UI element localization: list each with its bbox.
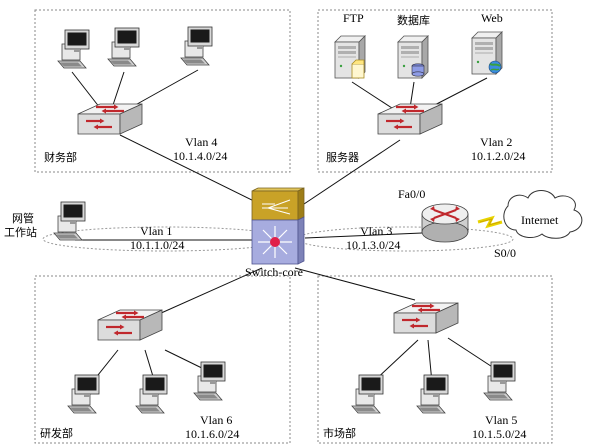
router	[421, 203, 469, 243]
servers-subnet: 10.1.2.0/24	[471, 149, 525, 163]
rnd-vlan: Vlan 6	[200, 413, 232, 427]
mgmt-label-line1: 网管	[12, 211, 34, 225]
links	[71, 69, 501, 386]
mgmt-label-line2: 工作站	[4, 225, 37, 239]
rnd-switch	[96, 308, 164, 342]
vlan1-subnet: 10.1.1.0/24	[130, 238, 184, 252]
vlan3-ellipse	[296, 226, 514, 252]
finance-pc-3	[180, 26, 213, 66]
market-subnet: 10.1.5.0/24	[472, 427, 526, 441]
web-label: Web	[481, 11, 503, 25]
router-fa-label: Fa0/0	[398, 187, 425, 201]
market-vlan: Vlan 5	[485, 413, 517, 427]
internet-label: Internet	[521, 213, 559, 227]
rnd-zone-name: 研发部	[40, 426, 73, 440]
servers-vlan: Vlan 2	[480, 135, 512, 149]
db-label: 数据库	[397, 13, 430, 27]
rnd-pc-3	[193, 361, 226, 401]
database-server	[397, 35, 429, 79]
rnd-pc-1	[67, 374, 100, 414]
finance-zone-name: 财务部	[44, 150, 77, 164]
vlan1-label: Vlan 1	[140, 224, 172, 238]
market-switch	[392, 301, 460, 335]
finance-pc-1	[57, 29, 90, 69]
finance-subnet: 10.1.4.0/24	[173, 149, 227, 163]
ftp-server	[334, 35, 366, 79]
market-pc-3	[483, 361, 516, 401]
vlan3-subnet: 10.1.3.0/24	[346, 238, 400, 252]
market-pc-2	[416, 374, 449, 414]
zone-market-box	[317, 275, 553, 444]
rnd-subnet: 10.1.6.0/24	[185, 427, 239, 441]
finance-switch	[76, 102, 144, 136]
market-pc-1	[351, 374, 384, 414]
vlan3-label: Vlan 3	[360, 224, 392, 238]
finance-pc-2	[107, 27, 140, 67]
market-zone-name: 市场部	[323, 426, 356, 440]
rnd-pc-2	[135, 374, 168, 414]
internet-cloud	[503, 190, 583, 239]
zone-servers-box	[317, 9, 553, 173]
finance-vlan: Vlan 4	[185, 135, 217, 149]
servers-zone-name: 服务器	[326, 151, 359, 164]
zone-rnd-box	[34, 275, 291, 444]
core-switch-label: Switch-core	[245, 265, 303, 279]
mgmt-workstation-pc	[53, 201, 86, 241]
ftp-label: FTP	[343, 11, 364, 25]
web-server	[471, 31, 503, 75]
router-s0-label: S0/0	[494, 246, 516, 260]
core-switch	[251, 187, 305, 265]
server-switch	[376, 102, 444, 136]
zone-finance-box	[34, 9, 291, 173]
